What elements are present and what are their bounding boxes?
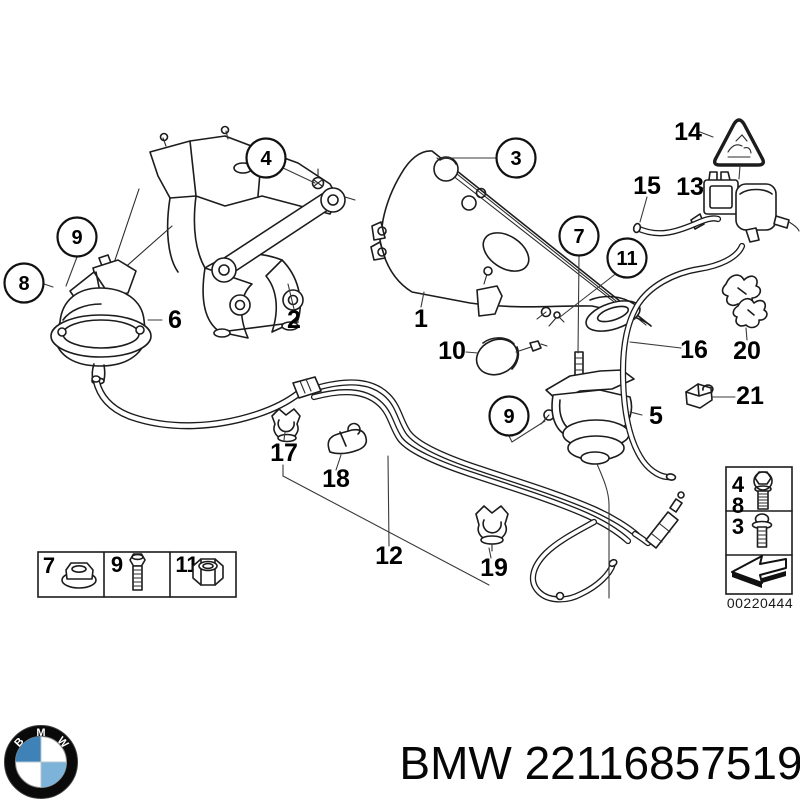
callout-9-left: 9	[56, 216, 98, 258]
short-hex-bolt-icon	[751, 513, 773, 548]
label-21: 21	[736, 382, 764, 410]
label-18: 18	[322, 465, 350, 493]
callout-8: 8	[3, 262, 45, 304]
callout-9-right-number: 9	[503, 406, 514, 428]
label-12: 12	[375, 542, 403, 570]
legend-label-9: 9	[111, 552, 123, 577]
label-17: 17	[270, 439, 298, 467]
part-number-labels: 6 2 1 10 14 15 13 16 20 21 5 17 18 12 19	[168, 118, 764, 582]
hose-clip-part19	[475, 505, 509, 552]
torque-strut	[217, 193, 335, 277]
hose-from-left-mount	[91, 375, 299, 426]
long-hex-bolt-icon	[753, 471, 773, 510]
diagram-image-number: 00220444	[727, 595, 793, 611]
vacuum-actuator-part10	[475, 337, 548, 376]
legend-label-7: 7	[43, 553, 55, 578]
engine-mount-right-part5	[540, 351, 635, 465]
label-10: 10	[438, 337, 466, 365]
label-2: 2	[287, 306, 301, 334]
vacuum-hose-part16	[623, 246, 742, 481]
label-19: 19	[480, 554, 508, 582]
engine-support-bracket-part2	[149, 125, 356, 339]
roundel-quadrant-bottom-right	[41, 762, 67, 788]
direction-of-travel-arrow	[731, 555, 787, 588]
callout-11: 11	[606, 237, 648, 279]
legend-label-4: 4	[732, 472, 745, 497]
label-20: 20	[733, 337, 761, 365]
callout-11-number: 11	[616, 248, 637, 270]
legend-label-8: 8	[732, 493, 744, 518]
label-15: 15	[633, 172, 661, 200]
bracket-stud-top-left	[159, 125, 230, 147]
label-16: 16	[680, 336, 708, 364]
callout-4: 4	[245, 137, 287, 179]
label-6: 6	[168, 306, 182, 334]
bracket-bolt-top-right	[311, 168, 325, 190]
hex-nut-icon	[192, 558, 224, 586]
support-arm-part1	[370, 150, 652, 332]
warning-triangle-part14	[712, 118, 766, 180]
vacuum-hose-part15	[632, 218, 718, 233]
callout-4-number: 4	[260, 148, 272, 170]
footer-part-number: BMW 22116857519	[399, 737, 800, 789]
bolt-legend-box: 4 8 3	[725, 466, 793, 595]
label-13: 13	[676, 173, 704, 201]
callout-3-number: 3	[510, 148, 521, 170]
hose-clip-part17	[271, 408, 301, 443]
roundel-quadrant-top-left	[15, 736, 41, 762]
label-1: 1	[414, 305, 428, 333]
twin-vacuum-line-part12	[292, 376, 685, 600]
solenoid-valve-part13	[690, 171, 800, 243]
clip-part21	[685, 383, 714, 409]
flange-nut-icon	[61, 562, 97, 589]
callout-8-number: 8	[18, 273, 29, 295]
callout-7: 7	[558, 215, 600, 257]
legend-label-3: 3	[732, 514, 744, 539]
callout-7-number: 7	[573, 226, 584, 248]
logo-letter-m: M	[36, 727, 45, 739]
callout-3: 3	[495, 137, 537, 179]
label-5: 5	[649, 402, 663, 430]
engine-mount-left-part6	[50, 188, 173, 385]
hex-bolt-icon	[129, 553, 146, 591]
hose-connector	[645, 491, 685, 549]
triangle-pictogram	[727, 134, 752, 158]
hose-clip-part18	[327, 422, 368, 455]
callout-9-right: 9	[488, 395, 530, 437]
leader-lines	[43, 131, 748, 599]
fastener-legend-box: 7 9 11	[37, 551, 237, 598]
callout-9-left-number: 9	[71, 227, 82, 249]
bmw-roundel-logo: B M W	[4, 725, 78, 799]
wire-clips-part20	[721, 274, 768, 329]
label-14: 14	[674, 118, 702, 146]
